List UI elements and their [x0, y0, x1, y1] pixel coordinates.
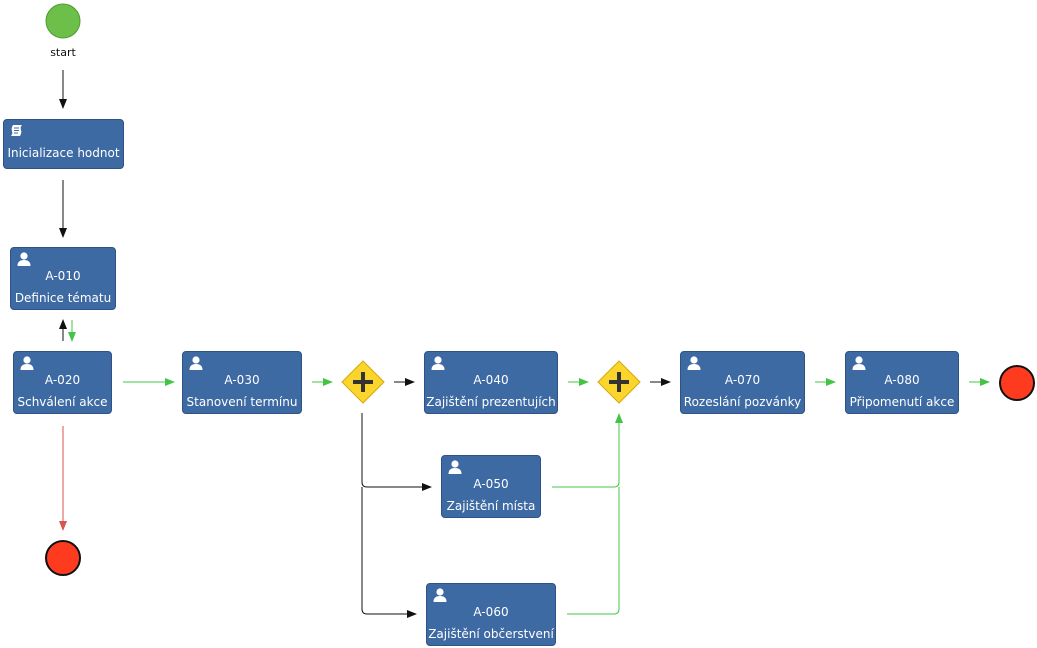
task-a010[interactable]: A-010 Definice tématu: [10, 247, 116, 310]
task-a050[interactable]: A-050 Zajištění místa: [441, 455, 541, 518]
task-name: Zajištění občerstvení: [428, 627, 554, 641]
task-name: Inicializace hodnot: [7, 146, 120, 160]
task-code: A-040: [473, 373, 509, 387]
user-icon: [188, 355, 204, 371]
task-a030[interactable]: A-030 Stanovení termínu: [182, 351, 302, 414]
end-event-main[interactable]: [999, 365, 1035, 401]
task-name: Zajištění místa: [446, 499, 536, 513]
task-code: A-050: [473, 477, 509, 491]
user-icon: [430, 355, 446, 371]
task-code: A-080: [884, 373, 920, 387]
task-code: A-010: [45, 269, 81, 283]
user-icon: [851, 355, 867, 371]
task-inicializace-hodnot[interactable]: Inicializace hodnot: [3, 119, 124, 169]
parallel-gateway-join[interactable]: [597, 360, 641, 404]
task-code: A-020: [44, 373, 81, 387]
flow-a050-to-join[interactable]: [552, 413, 623, 488]
task-code: A-030: [224, 373, 260, 387]
task-code: A-070: [724, 373, 761, 387]
task-code: A-060: [473, 605, 509, 619]
user-icon: [16, 251, 32, 267]
flow-gateway-to-a050[interactable]: [361, 413, 432, 491]
task-a060[interactable]: A-060 Zajištění občerstvení: [426, 583, 556, 646]
task-name: Zajištění prezentujích: [426, 395, 556, 409]
user-icon: [19, 355, 35, 371]
flow-a060-to-join[interactable]: [567, 487, 620, 615]
script-icon: [9, 123, 25, 139]
user-icon: [447, 459, 463, 475]
task-a040[interactable]: A-040 Zajištění prezentujích: [424, 351, 558, 414]
start-label: start: [50, 46, 76, 59]
parallel-gateway-split[interactable]: [341, 360, 385, 404]
task-name: Definice tématu: [14, 291, 112, 305]
user-icon: [686, 355, 702, 371]
plus-icon: [609, 372, 629, 392]
task-name: Připomenutí akce: [849, 395, 955, 409]
task-name: Schválení akce: [17, 395, 108, 409]
end-event-rejected[interactable]: [45, 540, 81, 576]
task-a080[interactable]: A-080 Připomenutí akce: [845, 351, 959, 414]
task-a070[interactable]: A-070 Rozeslání pozvánky: [680, 351, 805, 414]
task-name: Stanovení termínu: [186, 395, 298, 409]
task-name: Rozeslání pozvánky: [683, 395, 802, 409]
user-icon: [432, 587, 448, 603]
start-event[interactable]: [45, 3, 81, 39]
plus-icon: [353, 372, 373, 392]
task-a020[interactable]: A-020 Schválení akce: [13, 351, 112, 414]
flow-gateway-to-a060[interactable]: [361, 487, 417, 618]
